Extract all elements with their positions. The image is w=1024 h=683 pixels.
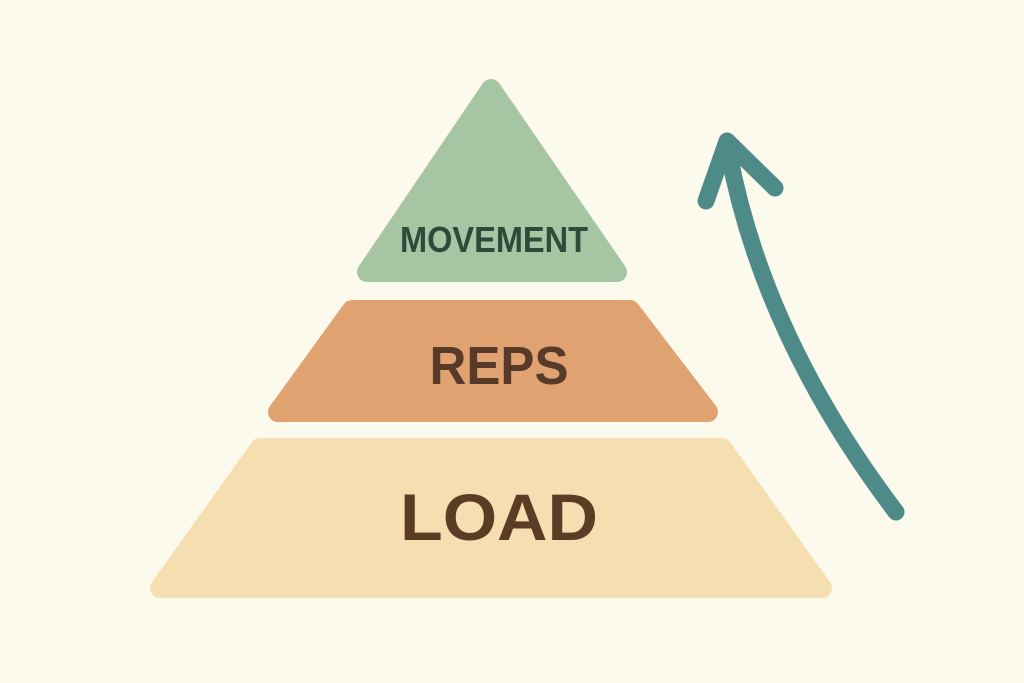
pyramid-tier-reps: REPS: [268, 300, 718, 422]
reps-tier-label: REPS: [430, 336, 569, 396]
movement-tier-label: MOVEMENT: [400, 219, 588, 260]
arrow-head: [697, 132, 784, 210]
movement-tier-shape: [357, 79, 627, 282]
curved-up-arrow-icon: [697, 132, 905, 521]
pyramid-tier-movement: MOVEMENT: [357, 79, 627, 282]
load-tier-shape: [150, 438, 832, 598]
load-tier-label: LOAD: [400, 480, 598, 554]
arrow-shaft: [720, 145, 905, 521]
pyramid-tier-load: LOAD: [150, 438, 832, 598]
reps-tier-shape: [268, 300, 718, 422]
